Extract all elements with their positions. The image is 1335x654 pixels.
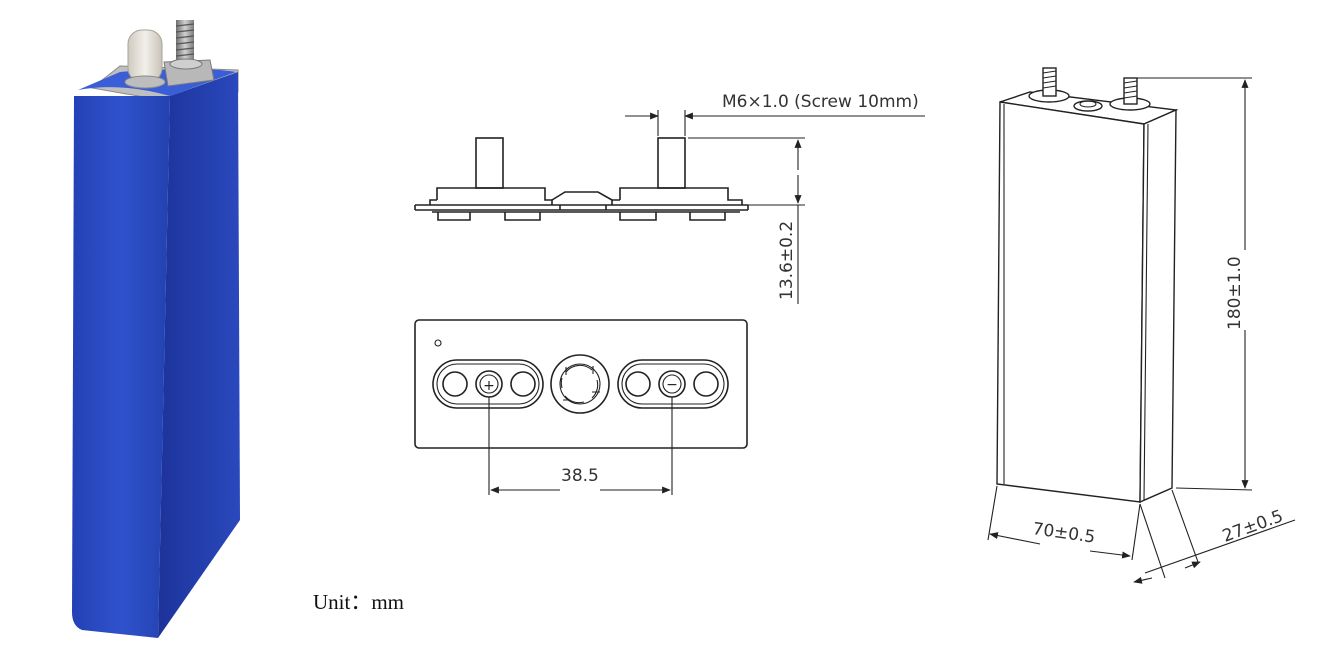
vent-cap — [124, 29, 166, 89]
unit-label: Unit：mm — [313, 590, 405, 614]
width-dimension-label: 70±0.5 — [1031, 519, 1096, 548]
iso-vent — [1073, 100, 1103, 112]
screw-spec-label: M6×1.0 (Screw 10mm) — [722, 92, 919, 112]
screw-terminal — [163, 20, 215, 87]
isometric-outline-view — [987, 67, 1296, 584]
top-plan-view: + − — [414, 319, 748, 495]
height-dimension-label: 13.6±0.2 — [777, 221, 797, 300]
battery-cell-photo — [72, 20, 240, 638]
thickness-dimension-label: 27±0.5 — [1220, 506, 1286, 546]
cell-side-face — [158, 72, 240, 638]
iso-terminal-left — [1028, 67, 1070, 103]
terminal-spacing-label: 38.5 — [561, 466, 599, 486]
length-dimension-label: 180±1.0 — [1225, 256, 1245, 330]
negative-symbol: − — [666, 377, 678, 393]
positive-symbol: + — [483, 378, 495, 394]
iso-terminal-right — [1109, 77, 1151, 111]
top-side-view — [414, 110, 925, 304]
cell-front-face — [72, 96, 170, 638]
